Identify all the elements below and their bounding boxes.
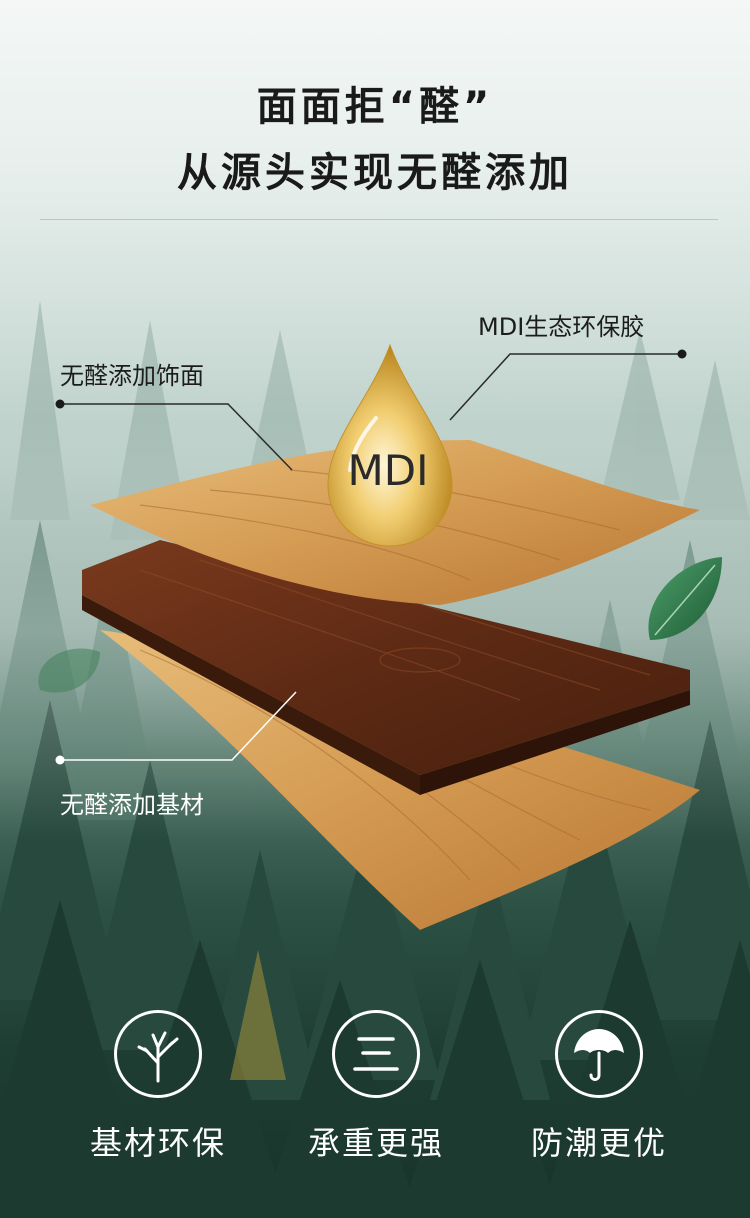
feature-moisture-proof: 防潮更优 xyxy=(499,1010,699,1164)
callout-mdi-glue: MDI生态环保胶 xyxy=(478,313,645,341)
feature-label: 基材环保 xyxy=(89,1124,226,1162)
page-title-line-1: 面面拒“醛” xyxy=(256,84,494,130)
umbrella-icon xyxy=(555,1010,643,1098)
feature-row: 基材环保 承重更强 防潮更优 xyxy=(0,1010,750,1170)
tree-icon xyxy=(114,1010,202,1098)
mdi-drop xyxy=(327,343,453,547)
core-board-layer xyxy=(82,540,690,795)
feature-label: 防潮更优 xyxy=(530,1124,667,1162)
page-title-line-2: 从源头实现无醛添加 xyxy=(177,150,573,196)
leaf-icon xyxy=(648,557,722,640)
feature-load-bearing: 承重更强 xyxy=(276,1010,476,1164)
drop-label: MDI xyxy=(347,446,429,495)
leaf-icon xyxy=(38,648,100,693)
feature-eco-base: 基材环保 xyxy=(58,1010,258,1164)
title-divider xyxy=(40,219,718,220)
callout-base-material: 无醛添加基材 xyxy=(60,791,204,819)
three-lines-icon xyxy=(332,1010,420,1098)
callout-decor-face: 无醛添加饰面 xyxy=(60,362,204,390)
feature-label: 承重更强 xyxy=(307,1124,444,1162)
